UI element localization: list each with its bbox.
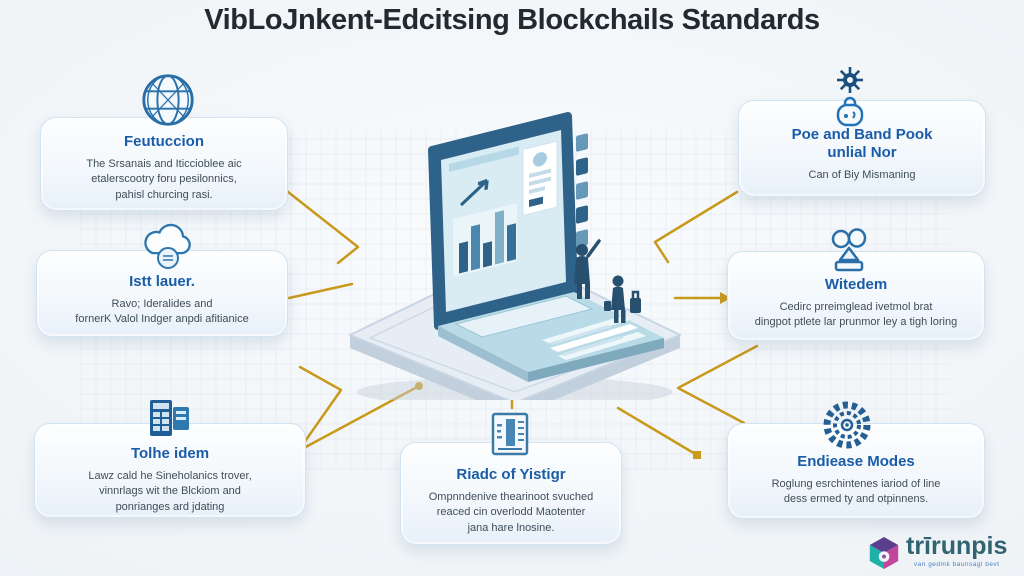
award-icon xyxy=(826,228,872,276)
card-title: Istt lauer. xyxy=(129,273,195,290)
brand-tagline: van gedmk baunsagl bevt xyxy=(913,561,1000,568)
card-body: Cedirc prreimglead ivetmol brat dingpot … xyxy=(754,301,958,329)
card-bottom-center: Riadc of Yistigr Ompnndenive thearinoot … xyxy=(400,442,622,545)
rosette-icon xyxy=(821,399,873,451)
gear-icon xyxy=(836,66,864,94)
lock-icon xyxy=(834,94,866,128)
payment-terminal-icon xyxy=(146,398,192,440)
card-title: Tolhe idem xyxy=(130,445,210,462)
card-title: Witedem xyxy=(824,276,888,293)
laptop-illustration xyxy=(349,112,681,400)
card-body: Lawz cald he Sineholanics trover, vinnrl… xyxy=(88,470,252,513)
card-title: Feutuccion xyxy=(123,133,204,150)
brand-cube-icon xyxy=(869,537,899,569)
page-title: VibLoJnkent-Edcitsing Blockchails Standa… xyxy=(204,4,820,36)
card-bottom-left: Tolhe idem Lawz cald he Sineholanics tro… xyxy=(34,423,306,518)
globe-icon xyxy=(139,71,197,129)
card-body: Roglung esrchintenes iariod of line dess… xyxy=(771,478,941,506)
card-body: Ompnndenive thearinoot svuched reaced ci… xyxy=(428,491,594,534)
card-body: The Srsanais and Iticcioblee aic etalers… xyxy=(86,158,242,201)
card-title: Riadc of Yistigr xyxy=(456,466,566,483)
cloud-icon xyxy=(138,220,198,260)
document-icon xyxy=(489,411,531,457)
brand-logo: trīrunpis van gedmk baunsagl bevt xyxy=(868,534,1007,572)
card-body: Ravo; Ideralides and fornerK Valol Indge… xyxy=(75,298,249,326)
card-title: Poe and Band Pook unlial Nor xyxy=(791,126,933,161)
seal-badge-icon xyxy=(156,246,180,270)
brand-name: trīrunpis xyxy=(906,532,1008,560)
card-top-left: Feutuccion The Srsanais and Iticcioblee … xyxy=(40,117,288,211)
card-title: Endiease Modes xyxy=(797,453,915,470)
card-body: Can of Biy Mismaning xyxy=(808,169,916,181)
